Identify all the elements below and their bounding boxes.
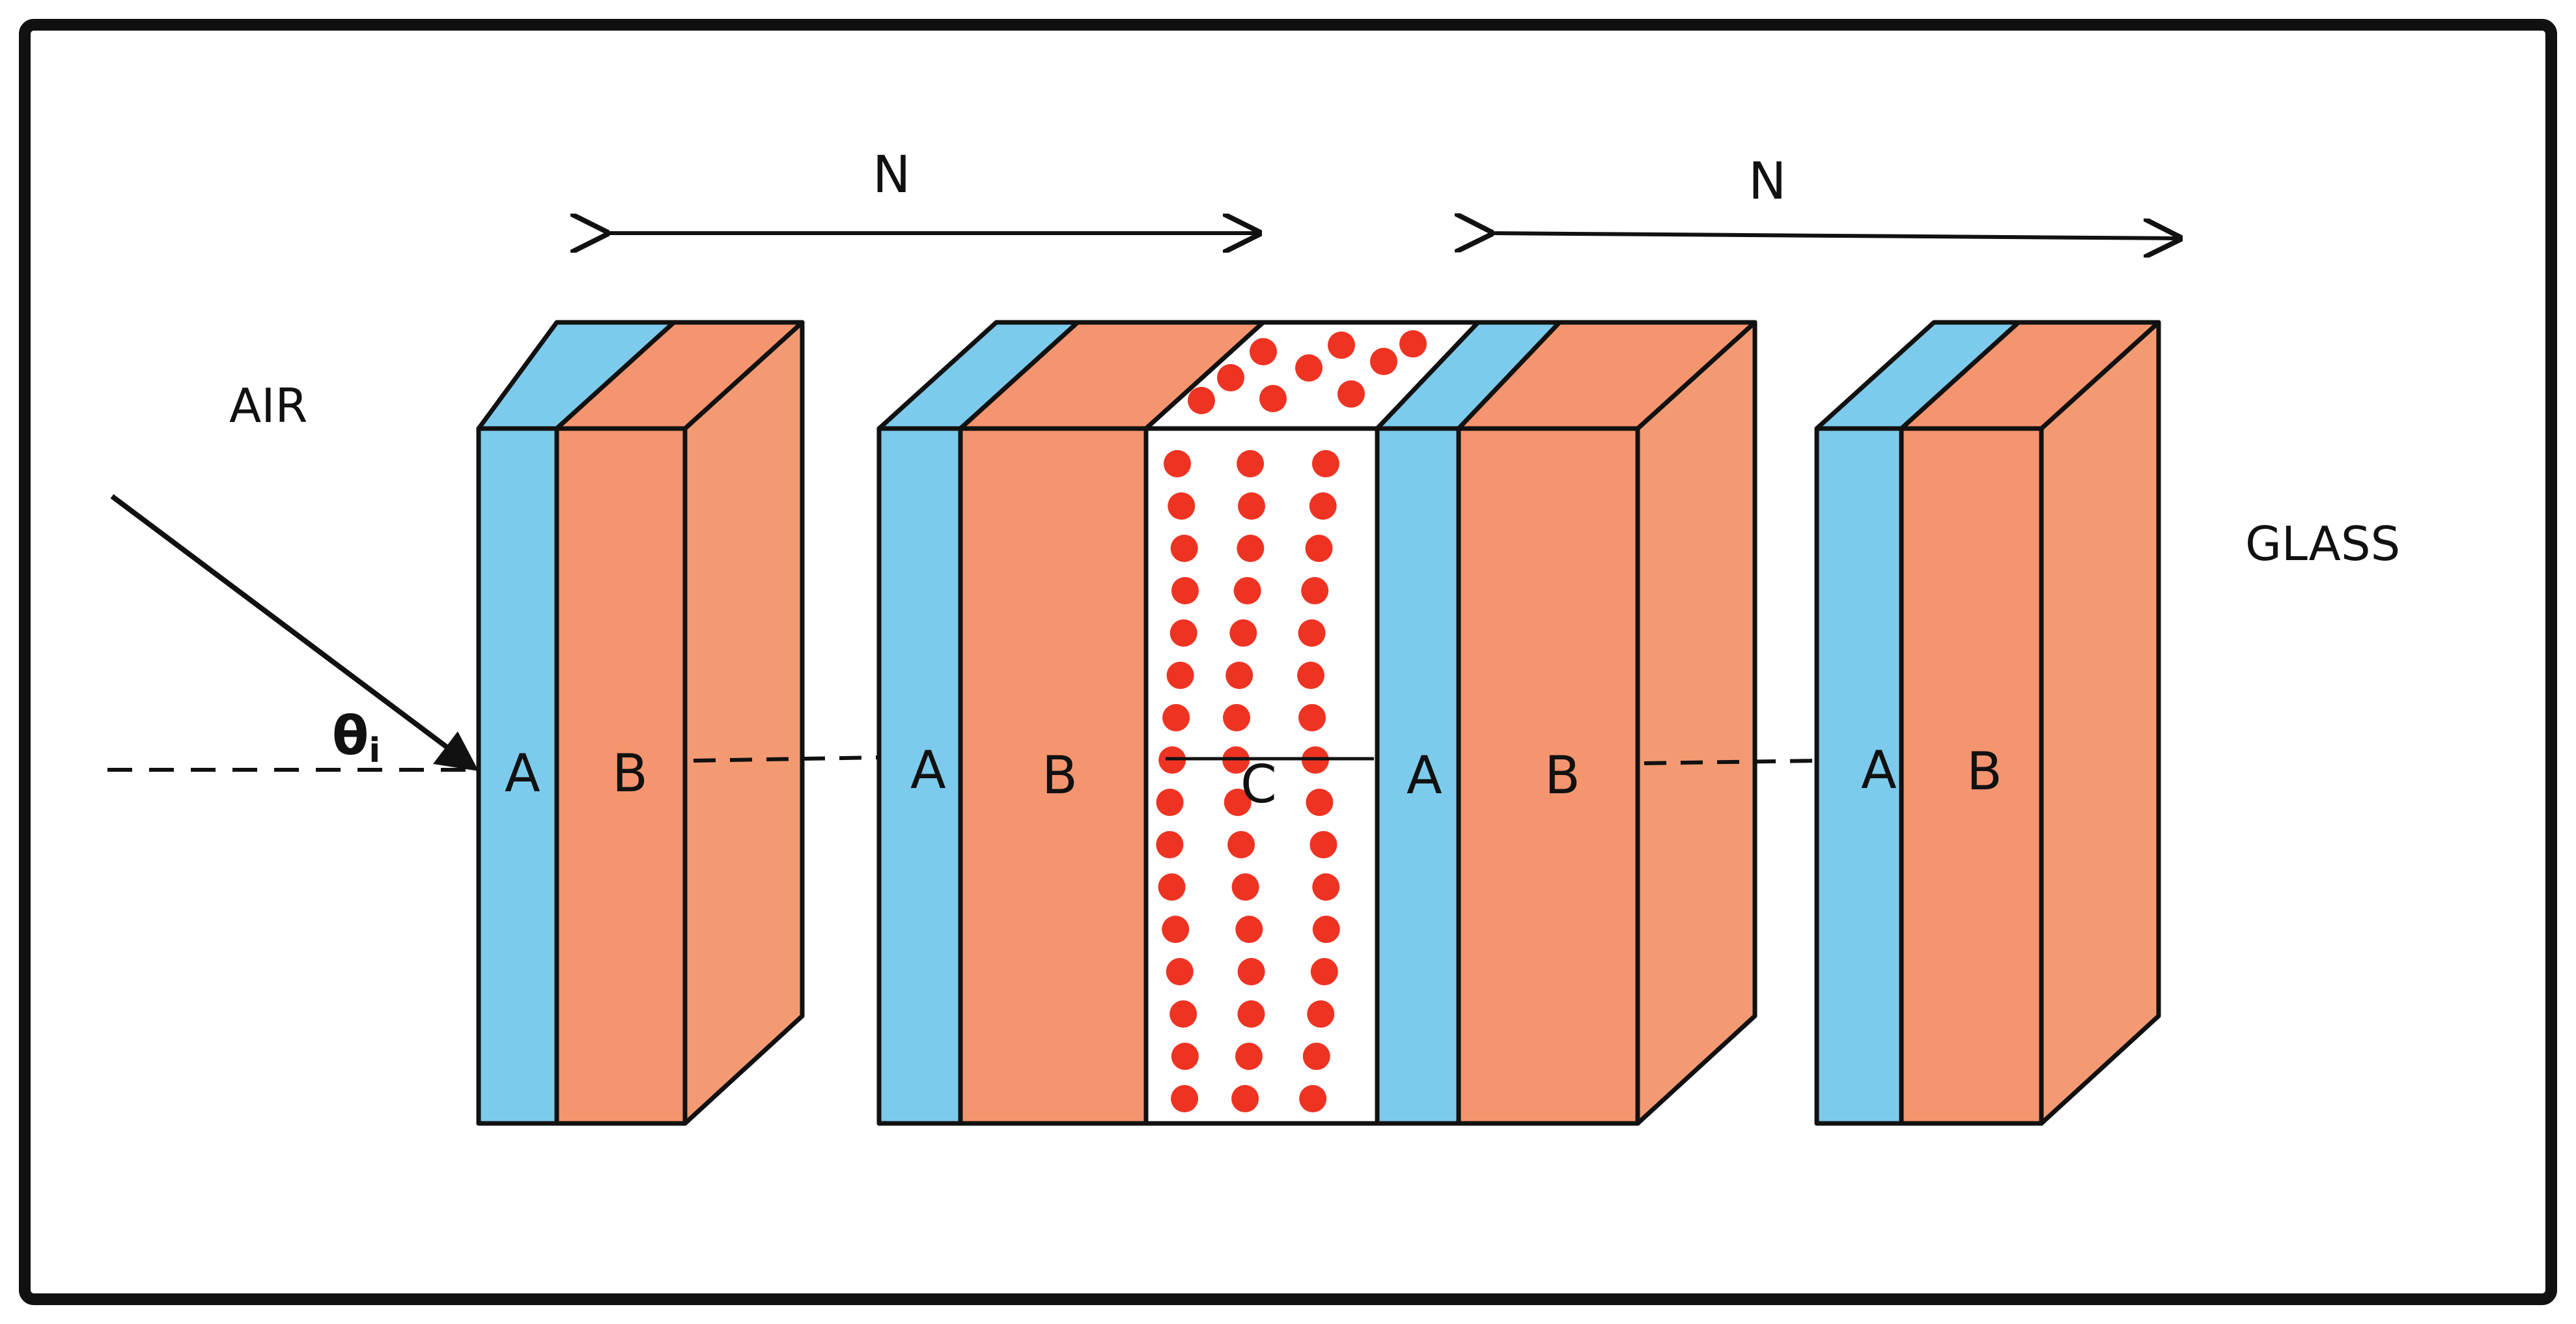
defect-dot bbox=[1217, 364, 1244, 391]
period-label-left: N bbox=[873, 146, 910, 204]
layer-b-label: B bbox=[1967, 741, 2002, 802]
defect-dot bbox=[1169, 619, 1197, 647]
air-label: AIR bbox=[229, 378, 308, 433]
crystal-block-center bbox=[876, 320, 1757, 1126]
layer-b bbox=[1899, 426, 2044, 1126]
incident-ray bbox=[110, 494, 451, 752]
defect-dots bbox=[1156, 330, 1427, 1112]
dashed-link-2 bbox=[1644, 759, 1817, 765]
layer-b-label: B bbox=[1042, 745, 1078, 806]
defect-dot bbox=[1227, 831, 1255, 858]
defect-dot bbox=[1295, 354, 1323, 382]
incident-arrowhead bbox=[433, 731, 479, 771]
layer-b bbox=[958, 426, 1149, 1126]
defect-dot bbox=[1171, 1043, 1199, 1070]
angle-subscript: i bbox=[369, 731, 380, 770]
defect-dot bbox=[1299, 1085, 1327, 1112]
defect-dot bbox=[1237, 535, 1265, 562]
defect-dot bbox=[1311, 450, 1339, 477]
defect-dot bbox=[1162, 916, 1190, 943]
defect-dot bbox=[1237, 1000, 1265, 1028]
defect-dot bbox=[1235, 1043, 1263, 1070]
layer-a-label: A bbox=[505, 743, 540, 804]
defect-dot bbox=[1297, 662, 1325, 689]
defect-dot bbox=[1312, 916, 1340, 943]
defect-dot bbox=[1399, 330, 1427, 358]
defect-dot bbox=[1233, 577, 1261, 604]
period-label-right: N bbox=[1748, 152, 1786, 211]
defect-dot bbox=[1310, 958, 1338, 985]
defect-dot bbox=[1170, 535, 1198, 562]
defect-dot bbox=[1223, 704, 1251, 731]
layer-b bbox=[1456, 426, 1640, 1126]
defect-dot bbox=[1259, 385, 1287, 412]
defect-dot bbox=[1298, 619, 1326, 647]
defect-dot bbox=[1224, 789, 1252, 816]
defect-dot bbox=[1169, 1000, 1197, 1028]
defect-dot bbox=[1237, 958, 1265, 985]
angle-label: θi bbox=[332, 705, 380, 770]
defect-dot bbox=[1309, 492, 1337, 520]
block-left-side bbox=[682, 320, 805, 1126]
block-right-side bbox=[2039, 320, 2161, 1126]
defect-dot bbox=[1231, 873, 1259, 901]
defect-dot bbox=[1168, 492, 1196, 520]
defect-dot bbox=[1156, 831, 1184, 858]
defect-dot bbox=[1250, 338, 1277, 365]
layer-a-label: A bbox=[910, 740, 946, 800]
defect-dot bbox=[1158, 873, 1186, 901]
defect-dot bbox=[1312, 873, 1340, 901]
layer-b-label: B bbox=[1545, 745, 1580, 806]
defect-dot bbox=[1164, 450, 1191, 477]
defect-dot bbox=[1307, 1000, 1335, 1028]
defect-c-label: C bbox=[1240, 754, 1277, 815]
defect-dot bbox=[1305, 535, 1333, 562]
defect-dot bbox=[1302, 1043, 1330, 1070]
defect-dot bbox=[1301, 577, 1329, 604]
defect-dot bbox=[1231, 1085, 1259, 1112]
layer-b-label: B bbox=[612, 743, 648, 804]
layer-b bbox=[554, 426, 688, 1126]
block-center-side bbox=[1635, 320, 1757, 1126]
layer-a bbox=[876, 426, 963, 1126]
crystal-block-left bbox=[476, 320, 805, 1126]
defect-dot bbox=[1235, 916, 1263, 943]
dashed-link-1 bbox=[693, 755, 880, 763]
defect-dot bbox=[1156, 789, 1184, 816]
defect-dot bbox=[1306, 789, 1334, 816]
defect-dot bbox=[1171, 577, 1199, 604]
defect-dot bbox=[1225, 662, 1253, 689]
defect-dot bbox=[1237, 492, 1265, 520]
crystal-block-right bbox=[1814, 320, 2161, 1126]
angle-symbol: θ bbox=[332, 705, 369, 767]
defect-dot bbox=[1328, 331, 1355, 359]
defect-dot bbox=[1188, 387, 1215, 414]
defect-dot bbox=[1229, 619, 1257, 647]
defect-dot bbox=[1162, 704, 1190, 731]
layer-a-label: A bbox=[1861, 740, 1897, 800]
glass-label: GLASS bbox=[2245, 516, 2400, 571]
defect-dot bbox=[1370, 348, 1397, 375]
defect-dot bbox=[1309, 831, 1337, 858]
defect-dot bbox=[1166, 958, 1194, 985]
period-arrow-right bbox=[1490, 233, 2179, 238]
defect-dot bbox=[1237, 450, 1265, 477]
defect-dot bbox=[1337, 380, 1365, 408]
layer-a-label: A bbox=[1407, 745, 1442, 806]
defect-dot bbox=[1171, 1085, 1199, 1112]
defect-dot bbox=[1298, 704, 1326, 731]
defect-dot bbox=[1166, 662, 1194, 689]
